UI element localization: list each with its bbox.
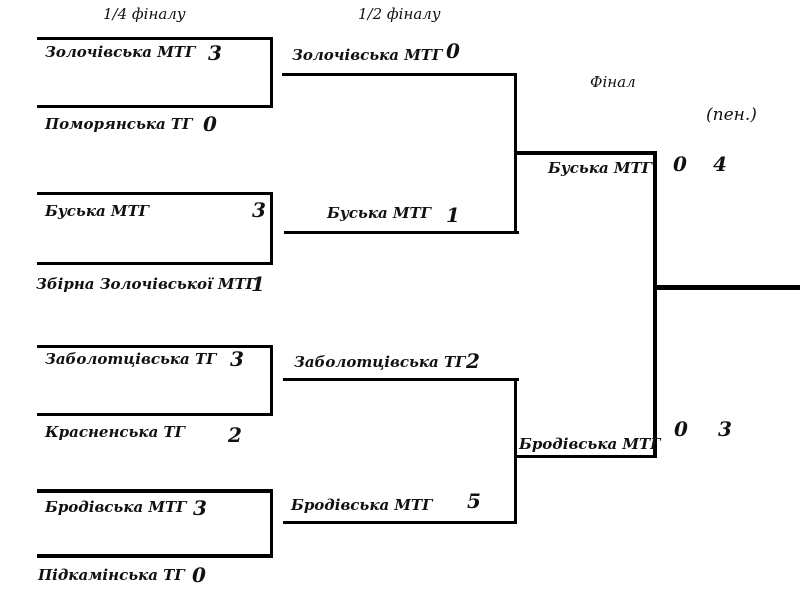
penalties-header: (пен.) bbox=[706, 105, 757, 125]
final2-line bbox=[517, 455, 653, 458]
qf2-bottom-line bbox=[37, 262, 273, 265]
qf1-score-2: 0 bbox=[203, 112, 217, 136]
qf3-connector bbox=[270, 345, 273, 416]
sf4-team: Бродівська МТГ bbox=[291, 496, 433, 514]
semifinal-header: 1/2 фіналу bbox=[358, 5, 441, 23]
qf1-team-1: Золочівська МТГ bbox=[45, 43, 196, 61]
qf3-team-2: Красненська ТГ bbox=[45, 423, 186, 441]
sf3-team: Заболотцівська ТГ bbox=[294, 353, 466, 371]
sf1-line bbox=[282, 73, 517, 76]
qf2-team-2: Збірна Золочівської МТГ bbox=[36, 275, 257, 293]
sf1-team: Золочівська МТГ bbox=[292, 46, 443, 64]
sf4-line bbox=[283, 521, 517, 524]
sf4-score: 5 bbox=[467, 489, 481, 513]
qf3-score-2: 2 bbox=[228, 423, 242, 447]
qf4-top-line bbox=[37, 489, 273, 493]
final-connector bbox=[653, 151, 657, 458]
sf3-score: 2 bbox=[466, 349, 480, 373]
qf4-team-2: Підкамінська ТГ bbox=[38, 566, 185, 584]
final1-penalties: 4 bbox=[713, 152, 727, 176]
champion-line bbox=[653, 285, 800, 290]
sf-bottom-connector bbox=[514, 378, 517, 524]
qf3-team-1: Заболотцівська ТГ bbox=[45, 350, 217, 368]
qf1-team-2: Поморянська ТГ bbox=[45, 115, 193, 133]
qf3-score-1: 3 bbox=[230, 347, 244, 371]
qf1-connector bbox=[270, 37, 273, 108]
qf1-top-line bbox=[37, 37, 273, 40]
sf2-score: 1 bbox=[446, 203, 460, 227]
qf2-team-1: Буська МТГ bbox=[45, 202, 150, 220]
qf4-team-1: Бродівська МТГ bbox=[45, 498, 187, 516]
final1-score: 0 bbox=[673, 152, 687, 176]
final-header: Фінал bbox=[590, 73, 636, 91]
qf4-score-1: 3 bbox=[193, 496, 207, 520]
sf2-team: Буська МТГ bbox=[327, 204, 432, 222]
qf3-bottom-line bbox=[37, 413, 273, 416]
sf3-line bbox=[283, 378, 519, 381]
qf4-score-2: 0 bbox=[192, 563, 206, 587]
sf1-score: 0 bbox=[446, 39, 460, 63]
qf4-connector bbox=[270, 489, 273, 558]
qf1-score-1: 3 bbox=[208, 41, 222, 65]
qf2-score-1: 3 bbox=[252, 198, 266, 222]
final1-team: Буська МТГ bbox=[548, 159, 653, 177]
qf4-bottom-line bbox=[37, 554, 273, 558]
qf1-bottom-line bbox=[37, 105, 273, 108]
final2-team: Бродівська МТГ bbox=[519, 435, 661, 453]
qf3-top-line bbox=[37, 345, 273, 348]
qf2-connector bbox=[270, 192, 273, 265]
qf2-top-line bbox=[37, 192, 273, 195]
final2-penalties: 3 bbox=[718, 417, 732, 441]
quarterfinal-header: 1/4 фіналу bbox=[103, 5, 186, 23]
final2-score: 0 bbox=[674, 417, 688, 441]
final1-line bbox=[515, 151, 653, 155]
qf2-score-2: 1 bbox=[251, 272, 265, 296]
sf2-line bbox=[284, 231, 519, 234]
